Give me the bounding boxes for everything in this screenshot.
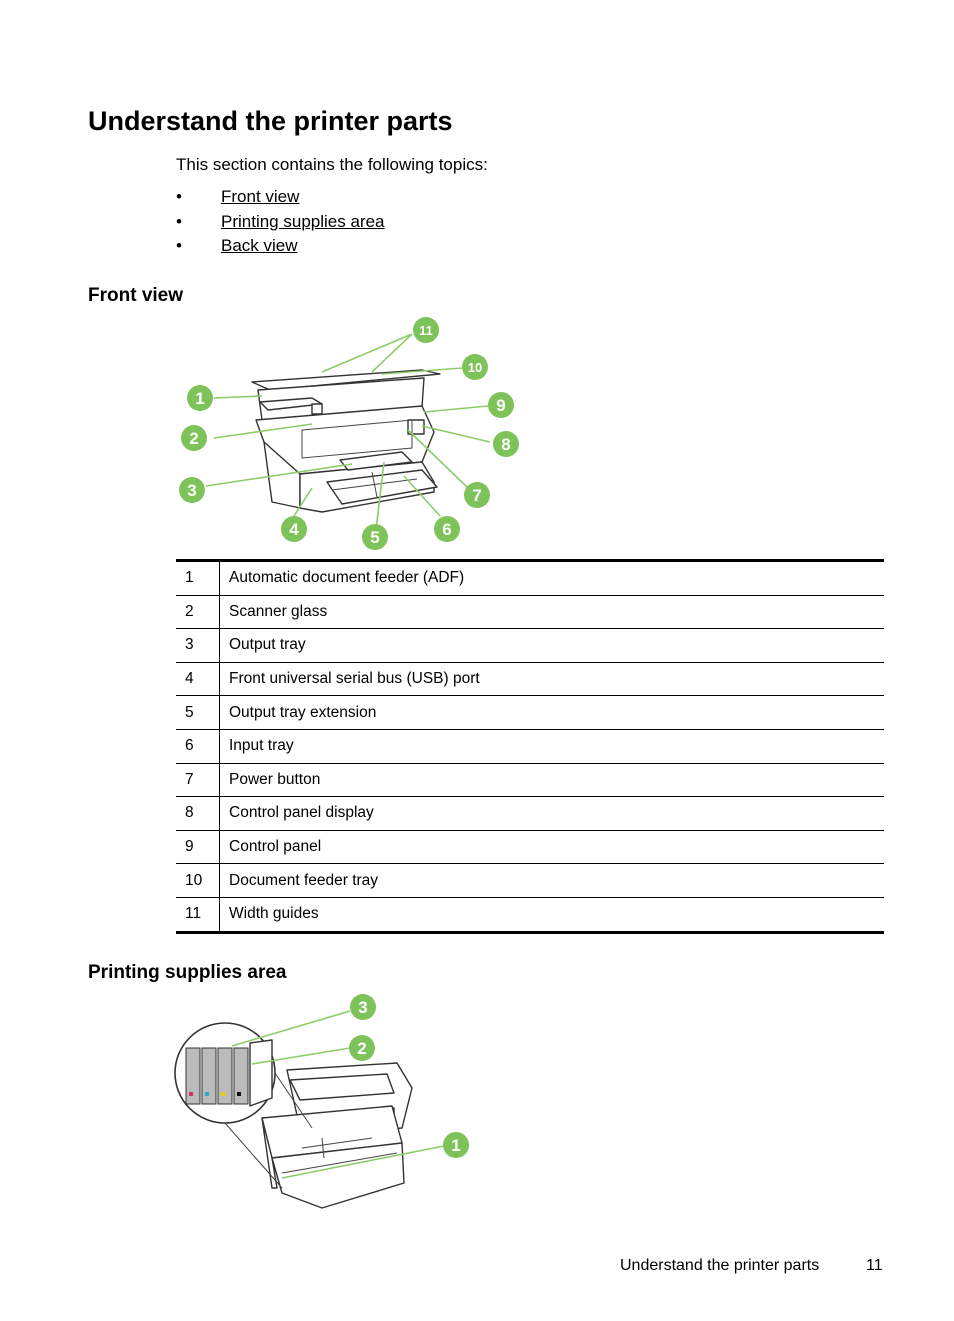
printing-supplies-heading: Printing supplies area [88,962,287,983]
part-number: 10 [176,863,220,898]
bullet-icon: • [176,211,182,231]
page-title: Understand the printer parts [88,106,453,136]
callout-2: 2 [181,425,207,451]
svg-text:6: 6 [442,520,451,539]
svg-text:8: 8 [501,435,510,454]
callout-2: 2 [349,1035,375,1061]
part-number: 6 [176,729,220,764]
printer-drawing [174,1022,413,1209]
callout-3: 3 [179,477,205,503]
leader-lines [231,1010,445,1179]
svg-text:10: 10 [468,360,482,375]
svg-text:1: 1 [195,389,204,408]
part-number: 7 [176,763,220,798]
front-view-printer-illustration: 1 2 3 4 5 6 7 8 9 10 11 [179,317,519,550]
part-label: Document feeder tray [219,863,884,898]
svg-text:2: 2 [357,1039,366,1058]
footer-section-title: Understand the printer parts [620,1257,820,1274]
svg-text:11: 11 [419,323,433,338]
part-label: Control panel [219,830,884,865]
part-number: 2 [176,595,220,630]
part-number: 8 [176,796,220,831]
ink-cartridges [185,1039,273,1107]
intro-text: This section contains the following topi… [176,155,488,174]
part-label: Scanner glass [219,595,884,630]
printing-supplies-illustration: 3 2 1 [174,994,469,1209]
leader-lines [205,333,491,531]
part-label: Power button [219,763,884,798]
link-back-view[interactable]: Back view [221,236,298,255]
callout-5: 5 [362,524,388,550]
part-label: Output tray extension [219,695,884,730]
part-number: 3 [176,628,220,663]
part-number: 11 [176,897,220,933]
callout-4: 4 [281,516,307,542]
part-number: 9 [176,830,220,865]
callout-7: 7 [464,482,490,508]
part-label: Automatic document feeder (ADF) [219,560,884,596]
bullet-icon: • [176,187,182,206]
callout-3: 3 [350,994,376,1020]
callout-10: 10 [462,354,488,380]
svg-text:4: 4 [289,520,299,539]
callout-9: 9 [488,392,514,418]
part-label: Front universal serial bus (USB) port [219,662,884,697]
link-printing-supplies-area[interactable]: Printing supplies area [221,211,385,231]
part-number: 4 [176,662,220,697]
callout-11: 11 [413,317,439,343]
svg-text:3: 3 [358,998,367,1017]
svg-text:3: 3 [187,481,196,500]
part-label: Control panel display [219,796,884,831]
bullet-icon: • [176,236,182,255]
callout-1: 1 [443,1132,469,1158]
callout-6: 6 [434,516,460,542]
part-label: Input tray [219,729,884,764]
svg-text:1: 1 [451,1136,460,1155]
svg-text:2: 2 [189,429,198,448]
front-view-heading: Front view [88,285,184,306]
svg-text:9: 9 [496,396,505,415]
table-row: 11 Width guides [176,897,884,933]
part-label: Width guides [229,905,319,923]
part-label: Output tray [219,628,884,663]
callout-1: 1 [187,385,213,411]
part-number: 5 [176,695,220,730]
svg-text:5: 5 [370,528,379,547]
printer-drawing [251,369,441,513]
svg-text:7: 7 [472,486,481,505]
part-number: 1 [176,560,220,596]
callout-8: 8 [493,431,519,457]
footer-page-number: 11 [866,1257,883,1274]
link-front-view[interactable]: Front view [221,187,300,206]
